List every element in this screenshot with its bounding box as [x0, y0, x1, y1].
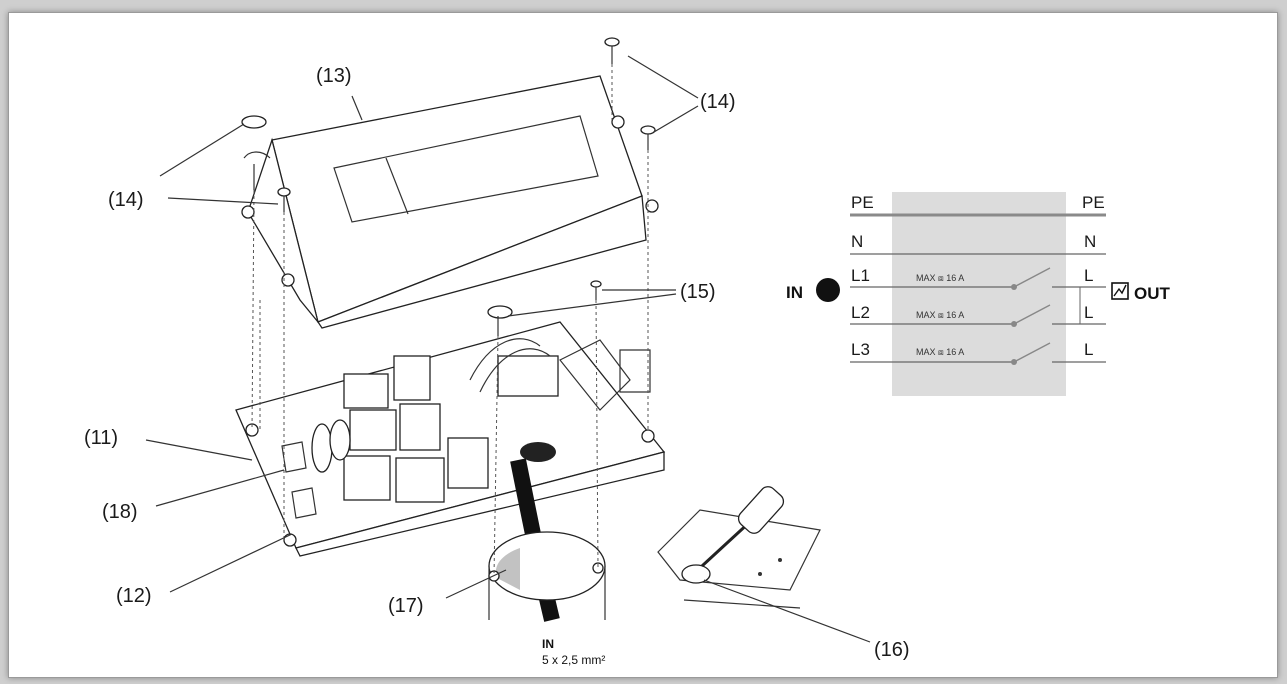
- callout-18: (18): [102, 501, 138, 523]
- wire-label-l-out-1: L: [1084, 266, 1093, 285]
- callout-17: (17): [388, 595, 424, 617]
- screwdriver-detail: [657, 486, 821, 609]
- cable-label: IN 5 x 2,5 mm²: [542, 637, 605, 667]
- wire-label-n-right: N: [1084, 232, 1096, 251]
- wire-label-n-left: N: [851, 232, 863, 251]
- screw-icon: [487, 305, 513, 336]
- output-socket-icon: [1111, 282, 1129, 300]
- callout-15: (15): [680, 281, 716, 303]
- wire-label-l-out-2: L: [1084, 303, 1093, 322]
- wire-label-pe-right: PE: [1082, 193, 1105, 212]
- wire-label-l3: L3: [851, 340, 870, 359]
- screw-icon: [604, 37, 620, 64]
- callout-16: (16): [874, 639, 910, 661]
- screw-icon: [277, 187, 291, 212]
- diagram-frame: [8, 12, 1278, 678]
- leader-lines: [145, 55, 871, 643]
- wiring-schematic: PE N L1 L2 L3 PE N L L L MAX ⧈ 16 A MAX …: [786, 192, 1171, 396]
- wire-label-l-out-3: L: [1084, 340, 1093, 359]
- callout-11: (11): [84, 427, 118, 449]
- screw-icon: [640, 125, 656, 150]
- schematic-box: [892, 192, 1066, 396]
- base-housing: [235, 321, 666, 557]
- screw-icon: [590, 280, 602, 300]
- callout-14-right: (14): [700, 91, 736, 113]
- output-label: OUT: [1134, 284, 1171, 303]
- screw-icon: [241, 115, 271, 190]
- cable-label-in: IN: [542, 637, 554, 651]
- fuse-label-l3: MAX ⧈ 16 A: [916, 347, 964, 357]
- fuse-label-l2: MAX ⧈ 16 A: [916, 310, 964, 320]
- screws: [241, 37, 656, 336]
- input-label: IN: [786, 283, 803, 302]
- cable-and-flush-box: [488, 458, 606, 622]
- input-dot-icon: [816, 278, 840, 302]
- wire-label-l2: L2: [851, 303, 870, 322]
- wire-label-pe-left: PE: [851, 193, 874, 212]
- wire-label-l1: L1: [851, 266, 870, 285]
- callout-12: (12): [116, 585, 152, 607]
- callout-13: (13): [316, 65, 352, 87]
- fuse-label-l1: MAX ⧈ 16 A: [916, 273, 964, 283]
- callout-14-left: (14): [108, 189, 144, 211]
- lid-cover: [241, 75, 659, 329]
- cable-label-spec: 5 x 2,5 mm²: [542, 653, 605, 667]
- callouts: (13) (14) (14) (15) (11) (18) (12) (17) …: [84, 65, 910, 661]
